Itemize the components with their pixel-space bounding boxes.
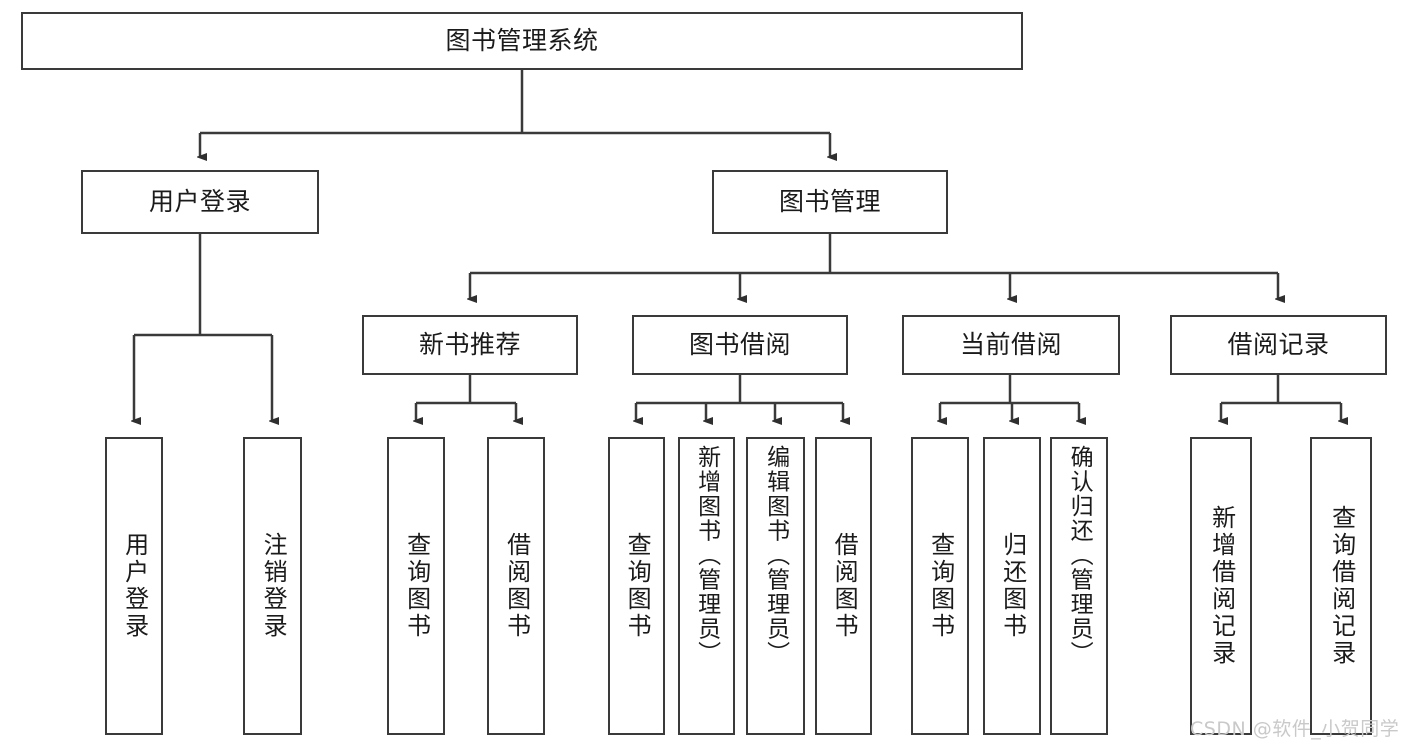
- leaf-logout-label: 注销登录: [259, 532, 288, 640]
- node-root[interactable]: 图书管理系统: [21, 12, 1023, 70]
- leaf-query-book-borrow-label: 查询图书: [623, 532, 652, 640]
- leaf-logout[interactable]: 注销登录: [243, 437, 302, 735]
- leaf-query-book-current[interactable]: 查询图书: [911, 437, 969, 735]
- leaf-add-book-admin[interactable]: 新增图书（管理员）: [678, 437, 735, 735]
- leaf-user-login-label: 用户登录: [120, 532, 149, 640]
- leaf-borrow-book-borrow[interactable]: 借阅图书: [815, 437, 872, 735]
- node-new-book-recommend-label: 新书推荐: [418, 330, 521, 360]
- leaf-edit-book-admin-label: 编辑图书（管理员）: [762, 445, 789, 666]
- node-current-borrow[interactable]: 当前借阅: [902, 315, 1120, 375]
- leaf-query-borrow-record-label: 查询借阅记录: [1327, 505, 1356, 667]
- leaf-query-borrow-record[interactable]: 查询借阅记录: [1310, 437, 1372, 735]
- leaf-add-borrow-record-label: 新增借阅记录: [1207, 505, 1236, 667]
- leaf-confirm-return-admin-label: 确认归还（管理员）: [1066, 445, 1093, 666]
- leaf-borrow-book-borrow-label: 借阅图书: [830, 532, 859, 640]
- leaf-confirm-return-admin[interactable]: 确认归还（管理员）: [1050, 437, 1108, 735]
- node-book-management-label: 图书管理: [778, 187, 881, 217]
- leaf-borrow-book-newbook-label: 借阅图书: [502, 532, 531, 640]
- leaf-query-book-borrow[interactable]: 查询图书: [608, 437, 665, 735]
- leaf-query-book-newbook[interactable]: 查询图书: [387, 437, 445, 735]
- leaf-query-book-current-label: 查询图书: [926, 532, 955, 640]
- node-user-login-label: 用户登录: [148, 187, 251, 217]
- node-current-borrow-label: 当前借阅: [959, 330, 1062, 360]
- node-root-label: 图书管理系统: [445, 26, 599, 56]
- node-book-management[interactable]: 图书管理: [712, 170, 948, 234]
- leaf-return-book-label: 归还图书: [998, 532, 1027, 640]
- leaf-query-book-newbook-label: 查询图书: [402, 532, 431, 640]
- node-user-login[interactable]: 用户登录: [81, 170, 319, 234]
- leaf-edit-book-admin[interactable]: 编辑图书（管理员）: [746, 437, 805, 735]
- node-borrow-record-label: 借阅记录: [1227, 330, 1330, 360]
- leaf-return-book[interactable]: 归还图书: [983, 437, 1041, 735]
- leaf-user-login[interactable]: 用户登录: [105, 437, 163, 735]
- leaf-add-book-admin-label: 新增图书（管理员）: [693, 445, 720, 666]
- leaf-borrow-book-newbook[interactable]: 借阅图书: [487, 437, 545, 735]
- node-borrow-record[interactable]: 借阅记录: [1170, 315, 1387, 375]
- node-book-borrow-label: 图书借阅: [688, 330, 791, 360]
- csdn-watermark: CSDN @软件_小贺同学: [1190, 718, 1400, 740]
- node-new-book-recommend[interactable]: 新书推荐: [362, 315, 578, 375]
- leaf-add-borrow-record[interactable]: 新增借阅记录: [1190, 437, 1252, 735]
- node-book-borrow[interactable]: 图书借阅: [632, 315, 848, 375]
